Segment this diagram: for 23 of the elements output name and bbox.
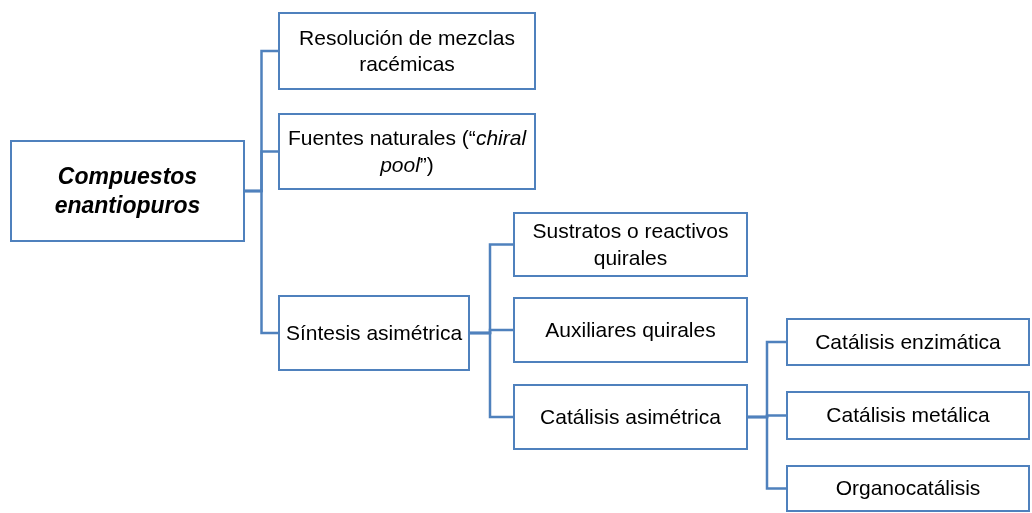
category-box bbox=[786, 318, 1030, 366]
box-label: Resolución de mezclas racémicas bbox=[298, 24, 516, 77]
box-label: Síntesis asimétrica bbox=[285, 319, 463, 346]
box-label: Catálisis asimétrica bbox=[540, 403, 721, 430]
connector-line bbox=[245, 189, 278, 335]
box-label: Compuestos enantiopuros bbox=[53, 162, 202, 220]
box-label: Catálisis enzimática bbox=[815, 328, 1001, 355]
category-box bbox=[10, 140, 245, 242]
connector-line bbox=[748, 415, 786, 490]
box-label: Sustratos o reactivos quirales bbox=[531, 218, 730, 271]
category-box bbox=[278, 113, 536, 190]
category-box bbox=[786, 465, 1030, 512]
box-label: Catálisis metálica bbox=[826, 402, 990, 429]
category-box bbox=[278, 295, 470, 371]
category-box bbox=[513, 384, 748, 450]
connector-line bbox=[470, 331, 513, 419]
category-box bbox=[513, 212, 748, 277]
box-label: Organocatálisis bbox=[835, 475, 981, 502]
category-box bbox=[278, 12, 536, 90]
category-box bbox=[513, 297, 748, 363]
category-box bbox=[786, 391, 1030, 440]
box-label: Fuentes naturales (“chiral pool”) bbox=[286, 125, 528, 178]
box-label: Auxiliares quirales bbox=[545, 316, 716, 343]
